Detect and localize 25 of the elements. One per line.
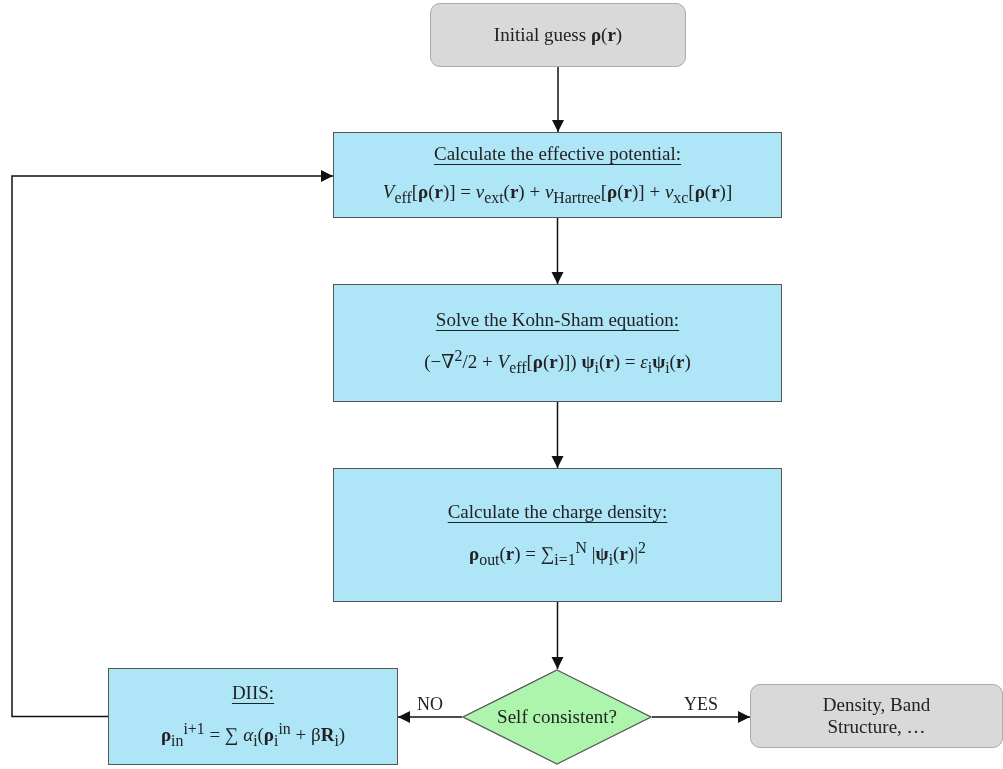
process-box: [333, 132, 782, 218]
step-heading: Calculate the effective potential:: [433, 143, 682, 166]
formula: ρ$_{in}$$^{i+1}$ = ∑ α$_{i}$(ρ$_{i}$$^{in}$ + βR$_{i}$): [160, 720, 346, 751]
step-heading: DIIS:: [231, 682, 275, 705]
decision-diamond: [462, 669, 652, 765]
formula: (−∇$^{2}$/2 + V$_{eff}$[ρ(r)]) ψ$_{i}$(r) = ε$_{i}$ψ$_{i}$(r): [424, 346, 691, 378]
arrow: [551, 401, 564, 469]
arrow: [11, 170, 334, 718]
arrow: [397, 711, 463, 723]
formula: V$_{eff}$[ρ(r)] = v$_{ext}$(r) + v$_{Hartree}$[ρ(r)] + v$_{xc}$[ρ(r)]: [382, 181, 733, 207]
node-label: Self consistent?: [497, 706, 617, 728]
arrow: [651, 711, 751, 723]
node-label: Density, Band Structure, …: [821, 694, 932, 738]
arrow: [551, 217, 564, 285]
terminal-box: [750, 684, 1003, 748]
formula: ρ$_{out}$(r) = ∑$_{i=1}$$^{N}$ |ψ$_{i}$(r)|$^{2}$: [469, 538, 646, 570]
process-box: [333, 468, 782, 602]
process-box: [108, 668, 398, 765]
terminal-box: [430, 3, 686, 67]
arrow: [551, 601, 564, 670]
step-heading: Solve the Kohn-Sham equation:: [435, 308, 680, 331]
node-label: Initial guess ρ(r): [493, 24, 623, 46]
step-heading: Calculate the charge density:: [447, 500, 668, 523]
arrow: [552, 66, 564, 133]
process-box: [333, 284, 782, 402]
